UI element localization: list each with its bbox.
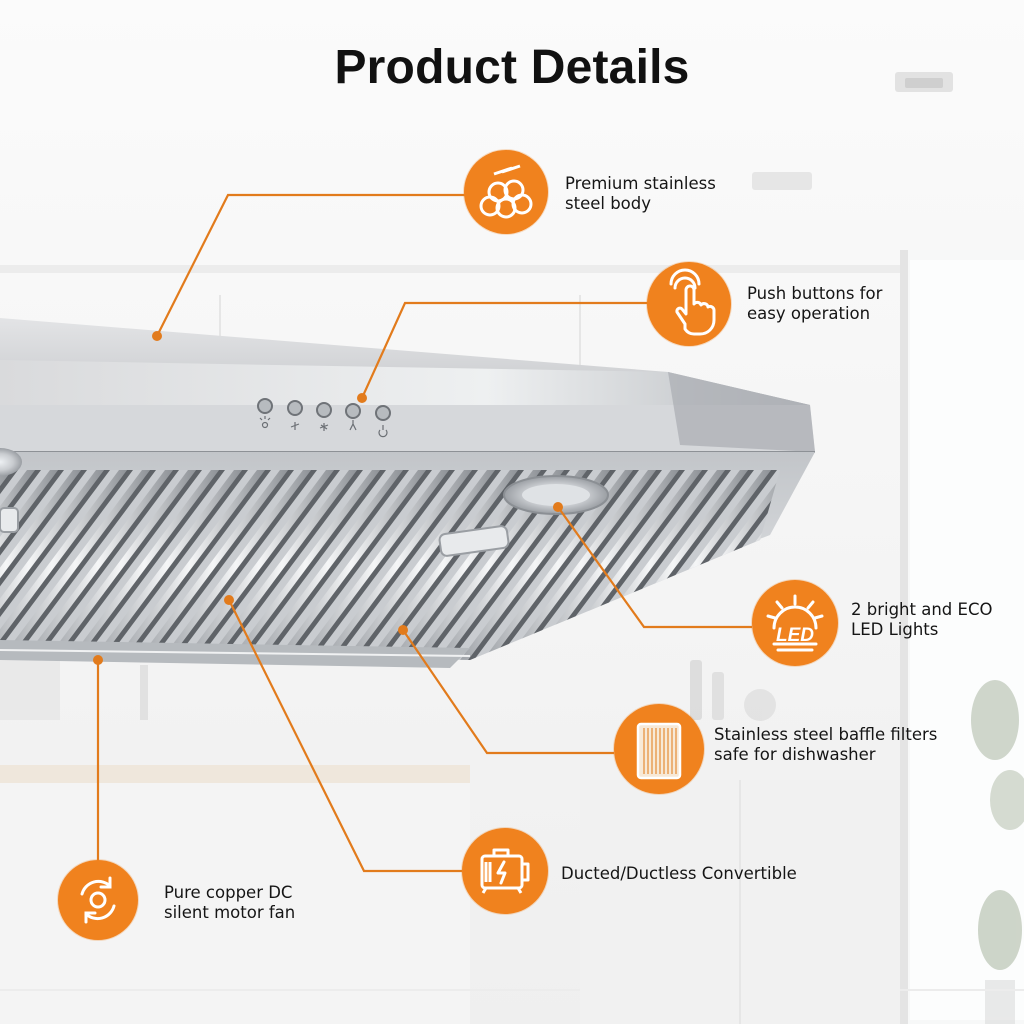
led-light-icon: LED: [752, 580, 838, 666]
baffle-slat: [322, 470, 472, 660]
baffle-gap: [169, 470, 317, 660]
baffle-gap: [307, 470, 455, 660]
baffle-slat: [230, 470, 380, 660]
baffle-gap: [261, 470, 409, 660]
baffle-slat: [460, 470, 610, 660]
control-panel[interactable]: [257, 398, 391, 438]
baffle-slat: [92, 470, 242, 660]
baffle-slat: [299, 470, 449, 660]
baffle-gap: [0, 470, 133, 660]
baffle-gap: [0, 470, 110, 660]
baffle-gap: [54, 470, 202, 660]
baffle-gap: [353, 470, 501, 660]
baffle-gap: [123, 470, 271, 660]
baffle-gap: [192, 470, 340, 660]
baffle-gap: [330, 470, 478, 660]
baffle-slat: [483, 470, 633, 660]
baffle-gap: [146, 470, 294, 660]
baffle-gap: [399, 470, 547, 660]
feature-label-push-buttons: Push buttons for easy operation: [747, 284, 883, 323]
baffle-slat: [115, 470, 265, 660]
baffle-gap: [468, 470, 616, 660]
push-button-icon: [647, 262, 731, 346]
baffle-slat: [23, 470, 173, 660]
baffle-gap: [514, 470, 662, 660]
baffle-slat: [506, 470, 656, 660]
baffle-slat: [0, 470, 81, 660]
baffle-slat: [184, 470, 334, 660]
motor-icon: [462, 828, 548, 914]
baffle-gap: [0, 470, 87, 660]
baffle-slat: [0, 470, 58, 660]
baffle-slat: [391, 470, 541, 660]
baffle-gap: [537, 470, 685, 660]
feature-label-led-lights: 2 bright and ECO LED Lights: [851, 600, 993, 639]
baffle-gap: [376, 470, 524, 660]
baffle-slat: [0, 470, 104, 660]
baffle-slat: [345, 470, 495, 660]
baffle-slat: [529, 470, 679, 660]
baffle-slat: [69, 470, 219, 660]
baffle-slat: [0, 470, 150, 660]
baffle-slat: [437, 470, 587, 660]
baffle-gap: [238, 470, 386, 660]
baffle-gap: [422, 470, 570, 660]
baffle-gap: [77, 470, 225, 660]
baffle-slat: [0, 470, 127, 660]
baffle-gap: [215, 470, 363, 660]
feature-label-steel-body: Premium stainless steel body: [565, 174, 716, 213]
feature-label-convertible: Ducted/Ductless Convertible: [561, 864, 797, 883]
baffle-slat: [46, 470, 196, 660]
baffle-filter-icon: [614, 704, 704, 794]
baffle-slat: [276, 470, 426, 660]
page-title: Product Details: [334, 41, 690, 94]
baffle-gap: [0, 470, 64, 660]
baffle-gap: [491, 470, 639, 660]
baffle-gap: [100, 470, 248, 660]
baffle-slat: [414, 470, 564, 660]
baffle-slat: [138, 470, 288, 660]
baffle-gap: [284, 470, 432, 660]
baffle-slat: [207, 470, 357, 660]
led-icon-text: LED: [776, 625, 814, 646]
baffle-slat: [161, 470, 311, 660]
baffle-gap: [445, 470, 593, 660]
motor-fan-icon: [58, 860, 138, 940]
baffle-gap: [31, 470, 179, 660]
feature-label-baffle-filters: Stainless steel baffle filters safe for …: [714, 725, 938, 764]
baffle-gap: [8, 470, 156, 660]
feature-label-motor-fan: Pure copper DC silent motor fan: [164, 883, 296, 922]
stainless-steel-icon: [464, 150, 548, 234]
baffle-slat: [253, 470, 403, 660]
baffle-slat: [368, 470, 518, 660]
